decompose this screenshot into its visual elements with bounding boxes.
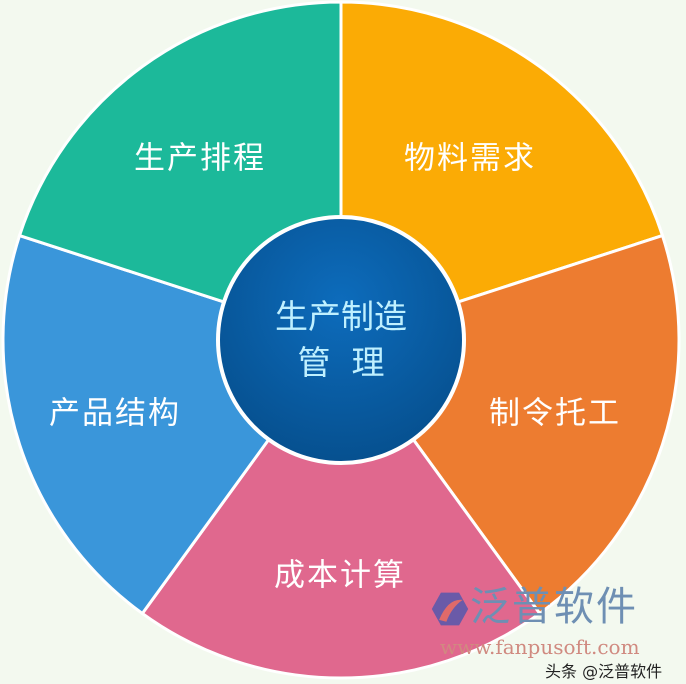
wheel-segment <box>140 337 542 680</box>
brand-name: 泛普软件 <box>470 584 638 630</box>
center-title: 生产制造 管 理 <box>275 294 407 386</box>
segment-label-work-order: 制令托工 <box>489 395 621 432</box>
brand-logo-icon <box>431 592 469 626</box>
brand-logo: 泛普软件 <box>430 582 638 632</box>
center-title-line2: 管 理 <box>297 343 385 382</box>
segment-label-scheduling: 生产排程 <box>134 140 266 177</box>
center-circle <box>216 215 466 465</box>
center-title-line1: 生产制造 <box>275 297 407 336</box>
segment-label-material: 物料需求 <box>404 140 536 177</box>
segment-label-cost: 成本计算 <box>274 557 406 594</box>
brand-url: www.fanpusoft.com <box>440 635 640 659</box>
segment-label-bom: 产品结构 <box>49 395 181 432</box>
watermark: 头条 @泛普软件 <box>545 662 663 681</box>
